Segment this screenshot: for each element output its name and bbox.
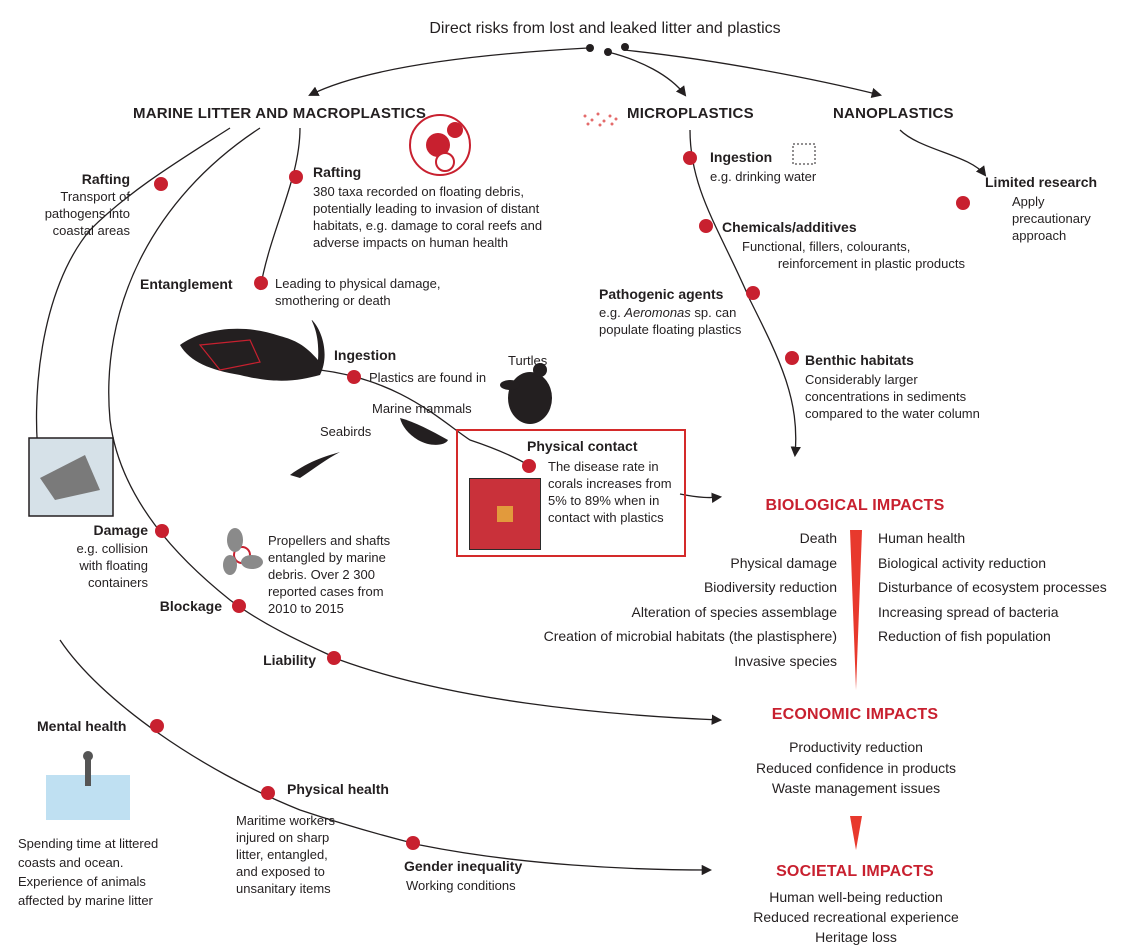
benthic-title: Benthic habitats [805, 352, 914, 368]
turtles-label: Turtles [508, 353, 548, 368]
connector-entanglement [259, 127, 301, 291]
ingestion-title: Ingestion [334, 347, 397, 363]
connector-rafting-left [35, 127, 231, 471]
blockage-title: Blockage [159, 598, 222, 614]
gender-desc: Working conditions [406, 878, 516, 893]
node-micro-ingestion [683, 151, 697, 165]
pathogen-icon [409, 114, 471, 176]
connector-micro-chain [689, 129, 801, 458]
entanglement-title: Entanglement [140, 276, 233, 292]
pathogenic-title: Pathogenic agents [599, 286, 724, 302]
mental-health-title: Mental health [37, 718, 127, 734]
node-entanglement [254, 276, 268, 290]
seabirds-label: Seabirds [320, 424, 372, 439]
micro-ingestion-title: Ingestion [710, 149, 773, 165]
whale-icon [180, 320, 325, 381]
biological-impacts-right: Human health Biological activity reducti… [878, 530, 1107, 644]
damage-desc: e.g. collision with floating containers [76, 541, 148, 590]
seabird-icon [290, 452, 340, 478]
microplastics-icon [583, 112, 618, 127]
micro-ingestion-desc: e.g. drinking water [710, 169, 817, 184]
nanoplastics-heading: NANOPLASTICS [833, 105, 954, 122]
turtle-icon [500, 363, 552, 424]
node-limited [956, 196, 970, 210]
beach-scene-icon [46, 751, 130, 820]
gender-title: Gender inequality [404, 858, 523, 874]
impact-flow-arrows [850, 530, 862, 850]
node-rafting-right [289, 170, 303, 184]
damage-title: Damage [93, 522, 148, 538]
connector-mental-health [59, 639, 713, 876]
connector-to-micro [607, 51, 687, 97]
rafting-left-title: Rafting [81, 171, 130, 187]
physical-contact-highlight [456, 429, 686, 557]
macroplastics-heading: MARINE LITTER AND MACROPLASTICS [133, 105, 427, 122]
connector-damage [108, 127, 723, 725]
water-sample-icon [792, 143, 816, 165]
biological-impacts-title: BIOLOGICAL IMPACTS [765, 497, 945, 514]
node-physical-contact [522, 459, 536, 473]
node-gender [406, 836, 420, 850]
node-blockage [232, 599, 246, 613]
node-damage [155, 524, 169, 538]
societal-impacts-list: Human well-being reduction Reduced recre… [753, 889, 959, 945]
node-rafting-left [154, 177, 168, 191]
node-ingestion [347, 370, 361, 384]
node-liability [327, 651, 341, 665]
ingestion-desc: Plastics are found in [369, 370, 487, 385]
chemicals-title: Chemicals/additives [722, 219, 857, 235]
rafting-left-desc: Transport of pathogens into coastal area… [44, 189, 130, 238]
plastic-sample-square [497, 506, 513, 522]
node-mental-health [150, 719, 164, 733]
pathogenic-desc: e.g. Aeromonas sp. can populate floating… [599, 305, 742, 337]
biological-impacts-left: Death Physical damage Biodiversity reduc… [543, 530, 837, 669]
connector-nano [899, 129, 987, 177]
physical-contact-desc: The disease rate in corals increases fro… [548, 459, 672, 525]
node-physical-health [261, 786, 275, 800]
economic-impacts-list: Productivity reduction Reduced confidenc… [755, 739, 957, 796]
liability-title: Liability [263, 652, 316, 668]
blockage-desc: Propellers and shafts entangled by marin… [268, 533, 391, 616]
node-chemicals [699, 219, 713, 233]
connector-ingestion [319, 369, 531, 467]
societal-impacts-title: SOCIETAL IMPACTS [776, 863, 934, 880]
mental-health-desc: Spending time at littered coasts and oce… [18, 836, 159, 908]
rafting-right-title: Rafting [313, 164, 362, 180]
marine-mammals-label: Marine mammals [372, 401, 472, 416]
limited-research-desc: Apply precautionary approach [1012, 194, 1091, 243]
entanglement-desc: Leading to physical damage, smothering o… [275, 276, 441, 308]
node-benthic [785, 351, 799, 365]
benthic-desc: Considerably larger concentrations in se… [805, 372, 980, 421]
limited-research-title: Limited research [985, 174, 1098, 190]
physical-health-desc: Maritime workers injured on sharp litter… [236, 813, 335, 896]
economic-impacts-title: ECONOMIC IMPACTS [771, 706, 939, 723]
physical-contact-title: Physical contact [527, 438, 638, 454]
connector-to-macro [308, 47, 589, 96]
container-icon [28, 437, 114, 517]
rafting-right-desc: 380 taxa recorded on floating debris, po… [313, 184, 543, 250]
microplastics-heading: MICROPLASTICS [627, 105, 754, 122]
chemicals-desc: Functional, fillers, colourants, reinfor… [742, 239, 965, 271]
node-pathogenic [746, 286, 760, 300]
connector-physical-contact [679, 492, 723, 504]
propeller-icon [223, 528, 263, 575]
diagram-title: Direct risks from lost and leaked litter… [429, 20, 781, 37]
connector-to-nano [623, 49, 883, 99]
seal-icon [400, 418, 448, 445]
physical-health-title: Physical health [287, 781, 389, 797]
